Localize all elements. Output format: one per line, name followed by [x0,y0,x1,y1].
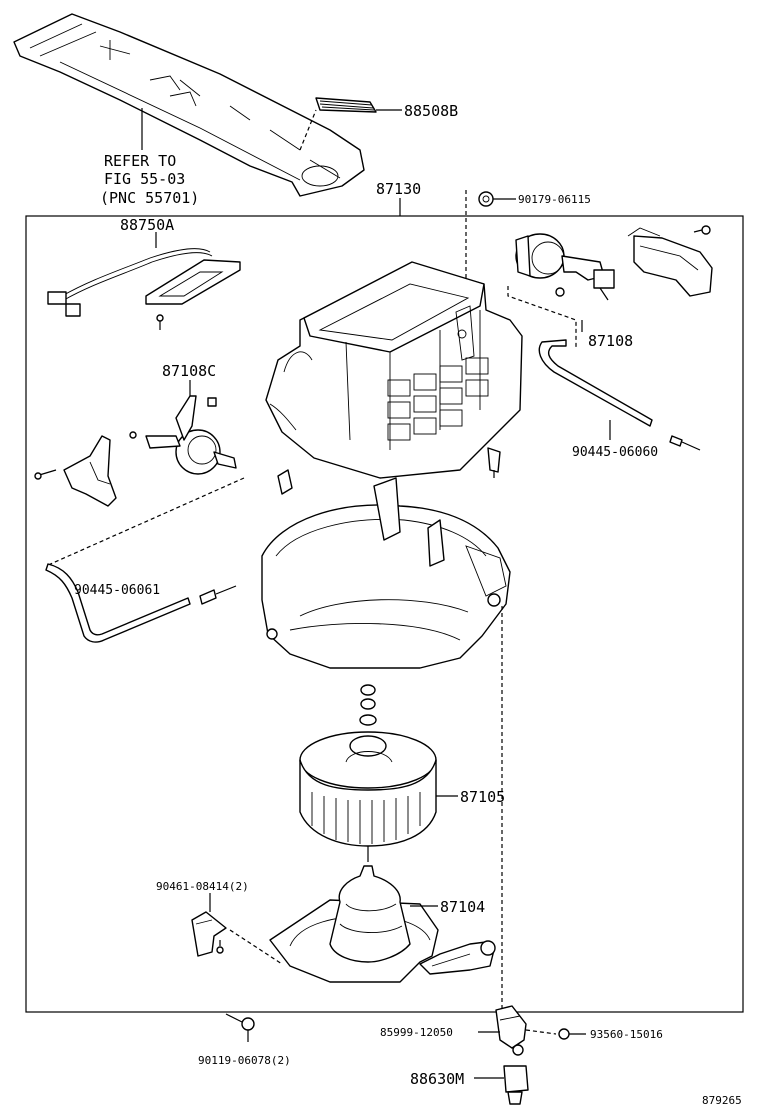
motor-87104 [229,865,496,983]
label-88508B: 88508B [404,102,458,120]
clip-90179 [465,190,516,330]
fan-87105 [299,731,458,862]
label-90445-06060: 90445-06060 [572,445,658,460]
label-90119-06078: 90119-06078(2) [198,1054,291,1067]
servo-87108C [34,380,245,567]
label-87130: 87130 [376,180,421,198]
label-87108C: 87108C [162,362,216,380]
blower-case-upper [265,261,523,479]
refer-line-1: REFER TO [104,152,176,170]
label-93560-15016: 93560-15016 [590,1028,663,1041]
refer-line-2: FIG 55-03 [104,170,185,188]
assembly-boundary [25,215,744,1013]
label-87108: 87108 [588,332,633,350]
reference-number: 879265 [702,1094,742,1107]
nuts-washers [359,684,377,726]
label-88750A: 88750A [120,216,174,234]
label-90445-06061: 90445-06061 [74,583,160,598]
servo-87108 [507,225,713,348]
blower-case-lower [261,477,511,1028]
label-87104: 87104 [440,898,485,916]
refer-line-3: (PNC 55701) [100,189,199,207]
hose-90445-06060 [538,339,701,451]
hose-90445-06061 [45,563,237,643]
clip-small [277,469,293,495]
cowl-panel [13,13,365,197]
filter-88508B [299,97,402,151]
label-87105: 87105 [460,788,505,806]
bracket-90461 [191,893,227,957]
connector-88630M [474,1065,529,1105]
label-88630M: 88630M [410,1070,464,1088]
label-90179-06115: 90179-06115 [518,193,591,206]
label-85999-12050: 85999-12050 [380,1026,453,1039]
label-90461-08414: 90461-08414(2) [156,880,249,893]
wiring-88750A [47,232,241,330]
screw-90119 [225,1013,255,1042]
resistor-85999 [478,1005,586,1056]
